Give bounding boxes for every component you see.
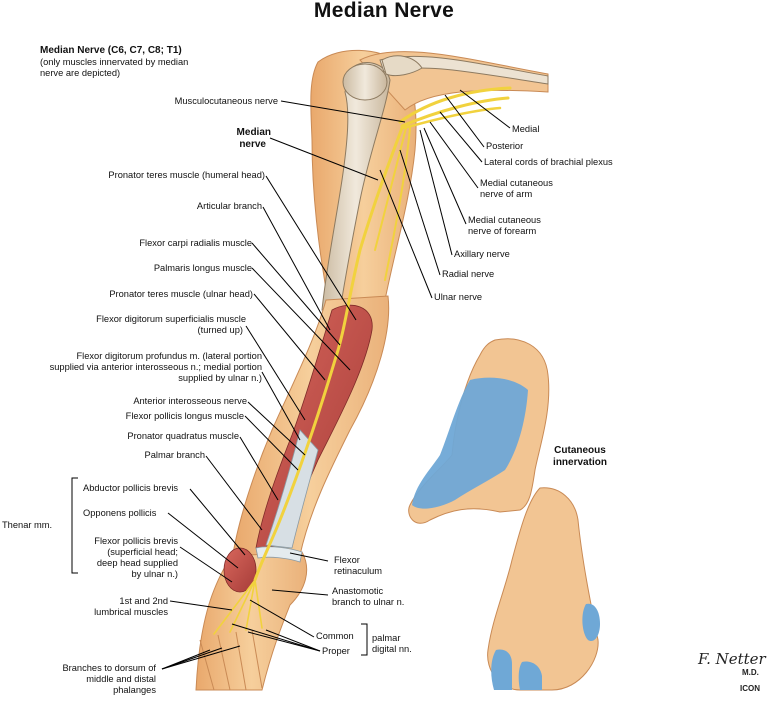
label-anastomotic-2: branch to ulnar n. — [332, 597, 405, 607]
fingers — [199, 629, 263, 691]
leader-lines — [71, 89, 511, 670]
label-pronator-teres-ulnar: Pronator teres muscle (ulnar head) — [109, 289, 253, 299]
label-median-nerve-1: Median — [236, 127, 271, 138]
label-lumbricals-2: lumbrical muscles — [94, 607, 168, 617]
label-thenar-muscles: Thenar mm. — [2, 520, 53, 530]
label-anastomotic-1: Anastomotic — [332, 586, 384, 596]
label-medial-cutaneous-arm-2: nerve of arm — [480, 189, 533, 199]
header-line-2: (only muscles innervated by median — [40, 57, 189, 67]
label-abductor-pollicis-brevis: Abductor pollicis brevis — [83, 483, 179, 493]
label-flexor-retinaculum-2: retinaculum — [334, 566, 383, 576]
label-fpb-4: by ulnar n.) — [131, 569, 178, 579]
label-branches-dorsum-3: phalanges — [113, 685, 156, 695]
signature-name: F. Netter — [698, 650, 766, 668]
label-fpb-2: (superficial head; — [107, 547, 178, 557]
label-fds-2: (turned up) — [197, 325, 243, 335]
palm-innervation-area — [412, 377, 528, 509]
signature-suffix: M.D. — [742, 668, 759, 677]
label-pronator-quadratus: Pronator quadratus muscle — [127, 431, 239, 441]
hand-skin — [195, 551, 308, 691]
label-fpb-3: deep head supplied — [96, 558, 178, 568]
label-fdp-3: supplied by ulnar n.) — [178, 373, 262, 383]
label-flexor-pollicis-longus: Flexor pollicis longus muscle — [125, 411, 244, 421]
label-medial-cutaneous-forearm-2: nerve of forearm — [468, 226, 537, 236]
thenar-muscles — [223, 547, 257, 593]
header-line-1: Median Nerve (C6, C7, C8; T1) — [40, 45, 182, 56]
label-branches-dorsum-1: Branches to dorsum of — [62, 663, 156, 673]
label-medial-cutaneous-arm-1: Medial cutaneous — [480, 178, 553, 188]
label-flexor-retinaculum-1: Flexor — [334, 555, 360, 565]
label-fds-1: Flexor digitorum superficialis muscle — [96, 314, 246, 324]
label-cutaneous-1: Cutaneous — [554, 445, 606, 456]
dorsum-innervation-middle — [518, 661, 542, 690]
label-fpb-1: Flexor pollicis brevis — [94, 536, 178, 546]
dorsum-hand-skin — [487, 487, 599, 691]
label-posterior: Posterior — [486, 141, 524, 151]
label-proper: Proper — [322, 646, 350, 656]
label-axillary-nerve: Axillary nerve — [454, 249, 510, 259]
label-median-nerve-2: nerve — [239, 139, 266, 150]
label-radial-nerve: Radial nerve — [442, 269, 495, 279]
label-branches-dorsum-2: middle and distal — [86, 674, 156, 684]
label-lateral-cords: Lateral cords of brachial plexus — [484, 157, 613, 167]
dorsum-innervation-index — [491, 649, 512, 690]
label-musculocutaneous-nerve: Musculocutaneous nerve — [174, 96, 278, 106]
label-palmar-digital-1: palmar — [372, 633, 401, 643]
label-common: Common — [316, 631, 354, 641]
nerves — [213, 86, 512, 635]
label-lumbricals-1: 1st and 2nd — [119, 596, 168, 606]
label-medial-cutaneous-forearm-1: Medial cutaneous — [468, 215, 541, 225]
label-medial: Medial — [512, 124, 540, 134]
label-palmar-digital-2: digital nn. — [372, 644, 412, 654]
scapula-bone — [381, 55, 423, 77]
label-articular-branch: Articular branch — [196, 201, 262, 211]
dorsum-innervation-thumb — [582, 603, 600, 642]
label-fdp-2: supplied via anterior interosseous n.; m… — [49, 362, 262, 372]
diagram-title: Median Nerve — [313, 0, 455, 22]
header-line-3: nerve are depicted) — [40, 68, 121, 78]
signature-mark: ICON — [740, 684, 760, 693]
label-anterior-interosseous: Anterior interosseous nerve — [133, 396, 247, 406]
label-palmar-branch: Palmar branch — [144, 450, 205, 460]
label-pronator-teres-humeral: Pronator teres muscle (humeral head) — [108, 170, 265, 180]
label-cutaneous-2: innervation — [553, 457, 607, 468]
label-fdp-1: Flexor digitorum profundus m. (lateral p… — [76, 351, 262, 361]
label-flexor-carpi-radialis: Flexor carpi radialis muscle — [139, 238, 252, 248]
humeral-head — [342, 63, 388, 101]
label-ulnar-nerve: Ulnar nerve — [434, 292, 483, 302]
label-opponens-pollicis: Opponens pollicis — [83, 508, 157, 518]
label-palmaris-longus: Palmaris longus muscle — [153, 263, 252, 273]
